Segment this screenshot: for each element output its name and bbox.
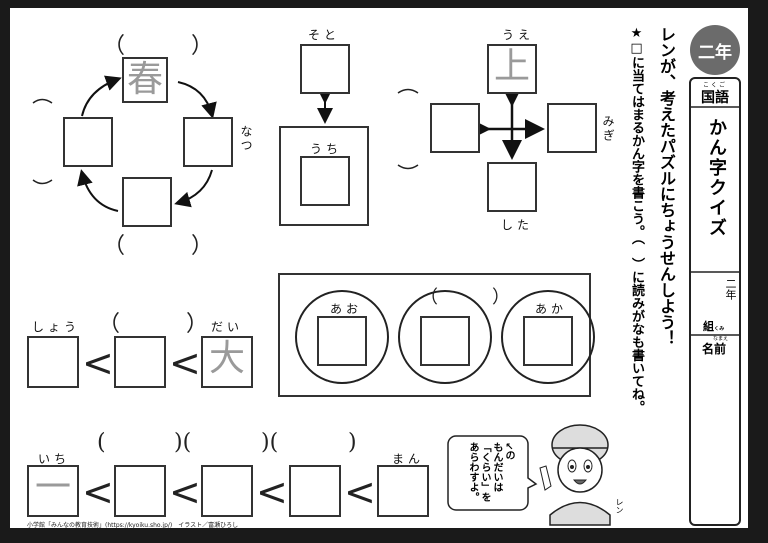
- speech-line-2: もんだいは: [491, 442, 502, 492]
- numbers-paren-1: (: [97, 430, 106, 455]
- inout-outer-frame: [279, 126, 369, 226]
- paren-bottom-directions: [397, 164, 419, 170]
- numbers-paren-4: ): [348, 430, 357, 455]
- name-ruby: なまえ: [713, 336, 729, 342]
- size-box-small[interactable]: [27, 336, 79, 388]
- colors-hint-red: あか: [535, 302, 568, 316]
- color-circle-right: [501, 290, 595, 384]
- numbers-compare-2: <: [169, 470, 201, 514]
- subject-ruby: こくご: [702, 82, 727, 89]
- grade-badge: 二年: [698, 43, 732, 63]
- name-label: 名前: [702, 342, 727, 356]
- colors-hint-blue: あお: [330, 302, 363, 316]
- directions-box-right[interactable]: [547, 103, 597, 153]
- seasons-box-winter[interactable]: [63, 117, 113, 167]
- numbers-hint-ten-thousand: まん: [392, 452, 425, 466]
- paren-top-directions: [397, 88, 419, 94]
- cycle-arrow-4: [81, 75, 122, 117]
- subject-label: 国語: [701, 90, 729, 106]
- colors-frame: [278, 273, 591, 397]
- size-paren: （ ）: [98, 312, 209, 337]
- directions-hint-down: した: [501, 218, 534, 232]
- class-grade-label: 二年: [724, 278, 737, 300]
- name-panel-frame: [689, 77, 741, 526]
- paren-top-seasons-left: [32, 98, 53, 104]
- directions-hint-right: みぎ: [601, 115, 615, 143]
- color-circle-middle: [398, 290, 492, 384]
- numbers-box-5[interactable]: [377, 465, 429, 517]
- size-compare-1: <: [82, 341, 114, 385]
- size-box-middle[interactable]: [114, 336, 166, 388]
- colors-paren: （ ）: [420, 287, 510, 308]
- instruction-main: レンが、考えたパズルにちょうせんしよう！: [657, 26, 676, 346]
- grade-badge-circle: [690, 25, 740, 75]
- worksheet-title: かん字クイズ: [706, 118, 727, 238]
- numbers-paren-3: )(: [261, 430, 279, 455]
- colors-box-middle[interactable]: [420, 316, 470, 366]
- numbers-box-one: 一: [27, 465, 79, 517]
- numbers-compare-4: <: [344, 470, 376, 514]
- size-hint-large: だい: [211, 320, 244, 334]
- size-hint-small: しょう: [32, 320, 81, 334]
- numbers-hint-one: いち: [38, 452, 71, 466]
- seasons-box-summer[interactable]: [183, 117, 233, 167]
- seasons-box-spring: 春: [122, 57, 168, 103]
- directions-box-left[interactable]: [430, 103, 480, 153]
- footer-credit: 小学館「みんなの教育技術」(https://kyoiku.sho.jp/) イラ…: [27, 522, 239, 529]
- color-circle-left: [295, 290, 389, 384]
- directions-hint-up: うえ: [502, 28, 535, 42]
- inout-hint-inside: うち: [310, 142, 343, 156]
- colors-box-blue[interactable]: [317, 316, 367, 366]
- cycle-arrow-1: [177, 81, 217, 119]
- seasons-box-autumn[interactable]: [122, 177, 172, 227]
- numbers-compare-1: <: [82, 470, 114, 514]
- speech-line-1: ↙の: [503, 442, 514, 461]
- numbers-paren-2: )(: [174, 430, 192, 455]
- speech-line-3: 「くらい」を: [479, 442, 490, 502]
- inout-box-outside[interactable]: [300, 44, 350, 94]
- numbers-box-4[interactable]: [289, 465, 341, 517]
- class-label-text: 組: [703, 320, 714, 333]
- paren-bottom-seasons-left: [32, 179, 53, 185]
- speech-bubble: [447, 435, 538, 511]
- size-compare-2: <: [169, 341, 201, 385]
- cycle-arrow-3: [77, 169, 119, 212]
- class-ruby: くみ: [714, 326, 725, 332]
- size-box-large: 大: [201, 336, 253, 388]
- character-illustration: [539, 424, 611, 526]
- instruction-sub: ★□に当てはまるかん字を書こう。（ ）に読みがなも書いてね。: [629, 26, 644, 414]
- class-label: 組くみ: [703, 318, 724, 334]
- inout-hint-outside: そと: [308, 28, 341, 42]
- speech-text: ↙の もんだいは 「くらい」を あらわすよ。: [466, 442, 514, 508]
- numbers-compare-3: <: [256, 470, 288, 514]
- numbers-box-2[interactable]: [114, 465, 166, 517]
- seasons-hint-summer: なつ: [239, 125, 253, 153]
- name-field[interactable]: [692, 355, 738, 521]
- seasons-paren-top: （ ）: [103, 34, 214, 59]
- seasons-paren-bottom: （ ）: [103, 234, 214, 259]
- character-name: レン: [615, 498, 624, 514]
- colors-box-red[interactable]: [523, 316, 573, 366]
- directions-box-up: 上: [487, 44, 537, 94]
- inout-box-inside[interactable]: [300, 156, 350, 206]
- directions-box-down[interactable]: [487, 162, 537, 212]
- numbers-box-3[interactable]: [201, 465, 253, 517]
- speech-line-4: あらわすよ。: [467, 442, 478, 502]
- cycle-arrow-2: [174, 169, 213, 208]
